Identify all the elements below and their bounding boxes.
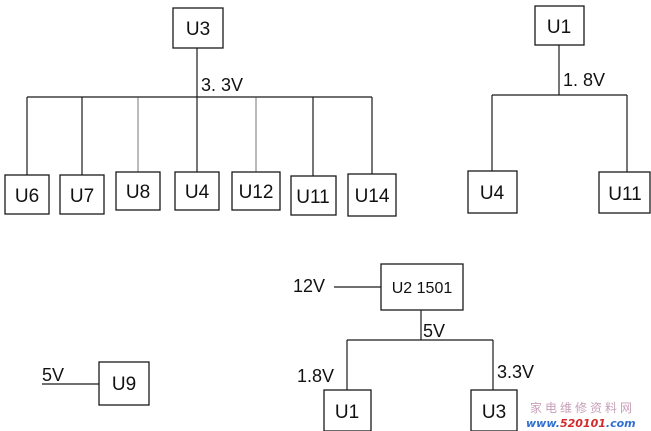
rail-3v3-label: 3. 3V <box>201 75 243 95</box>
u8-box <box>115 171 161 211</box>
u4-right-label: U4 <box>480 183 505 204</box>
u9-group: 5V U9 <box>42 361 150 406</box>
u7-box <box>59 174 105 215</box>
watermark-url-suffix: .com <box>606 417 636 430</box>
u2-label: U2 1501 <box>392 280 453 297</box>
u2-input-label: 12V <box>293 276 325 296</box>
u1-top-box <box>534 5 585 46</box>
u1-bottom-box <box>323 389 372 431</box>
u6-box <box>4 174 50 215</box>
tree-3v3: U3 3. 3V U6 U7 U8 U4 U12 U11 U14 <box>4 7 397 217</box>
watermark-url-number: 520101 <box>560 417 606 430</box>
u2-box <box>380 263 464 311</box>
u14-box <box>347 173 397 217</box>
u14-label: U14 <box>355 186 390 207</box>
u3-bottom-voltage-label: 3.3V <box>497 362 534 382</box>
u9-box <box>98 361 150 406</box>
u3-bottom-box <box>470 389 518 431</box>
u12-box <box>231 171 281 211</box>
tree-u2: 12V U2 1501 5V 1.8V 3.3V U1 U3 <box>293 263 534 431</box>
u11-left-box <box>290 175 337 216</box>
u1-top-label: U1 <box>547 17 571 38</box>
u7-label: U7 <box>70 186 94 207</box>
u11-right-label: U11 <box>608 184 641 205</box>
watermark-chinese: 家电维修资料网 <box>530 400 635 415</box>
u6-label: U6 <box>15 186 39 207</box>
u4-right-box <box>467 170 518 214</box>
u9-label: U9 <box>112 374 136 395</box>
u2-output-label: 5V <box>423 321 445 341</box>
watermark-url: www.520101.com <box>526 417 636 430</box>
u11-left-label: U11 <box>296 187 329 208</box>
u4-left-box <box>174 171 220 211</box>
u1-bottom-voltage-label: 1.8V <box>297 366 334 386</box>
watermark-url-prefix: www. <box>526 417 560 430</box>
u3-top-box <box>172 7 224 49</box>
u11-right-box <box>598 171 651 214</box>
tree-1v8: U1 1. 8V U4 U11 <box>467 5 651 214</box>
u12-label: U12 <box>239 182 274 203</box>
u1-bottom-label: U1 <box>335 402 359 423</box>
u3-bottom-label: U3 <box>482 402 506 423</box>
u9-input-label: 5V <box>42 365 64 385</box>
u3-top-label: U3 <box>186 19 210 40</box>
rail-1v8-label: 1. 8V <box>563 70 605 90</box>
u8-label: U8 <box>126 182 150 203</box>
watermark: 家电维修资料网 www.520101.com <box>526 400 636 430</box>
u4-left-label: U4 <box>185 182 210 203</box>
